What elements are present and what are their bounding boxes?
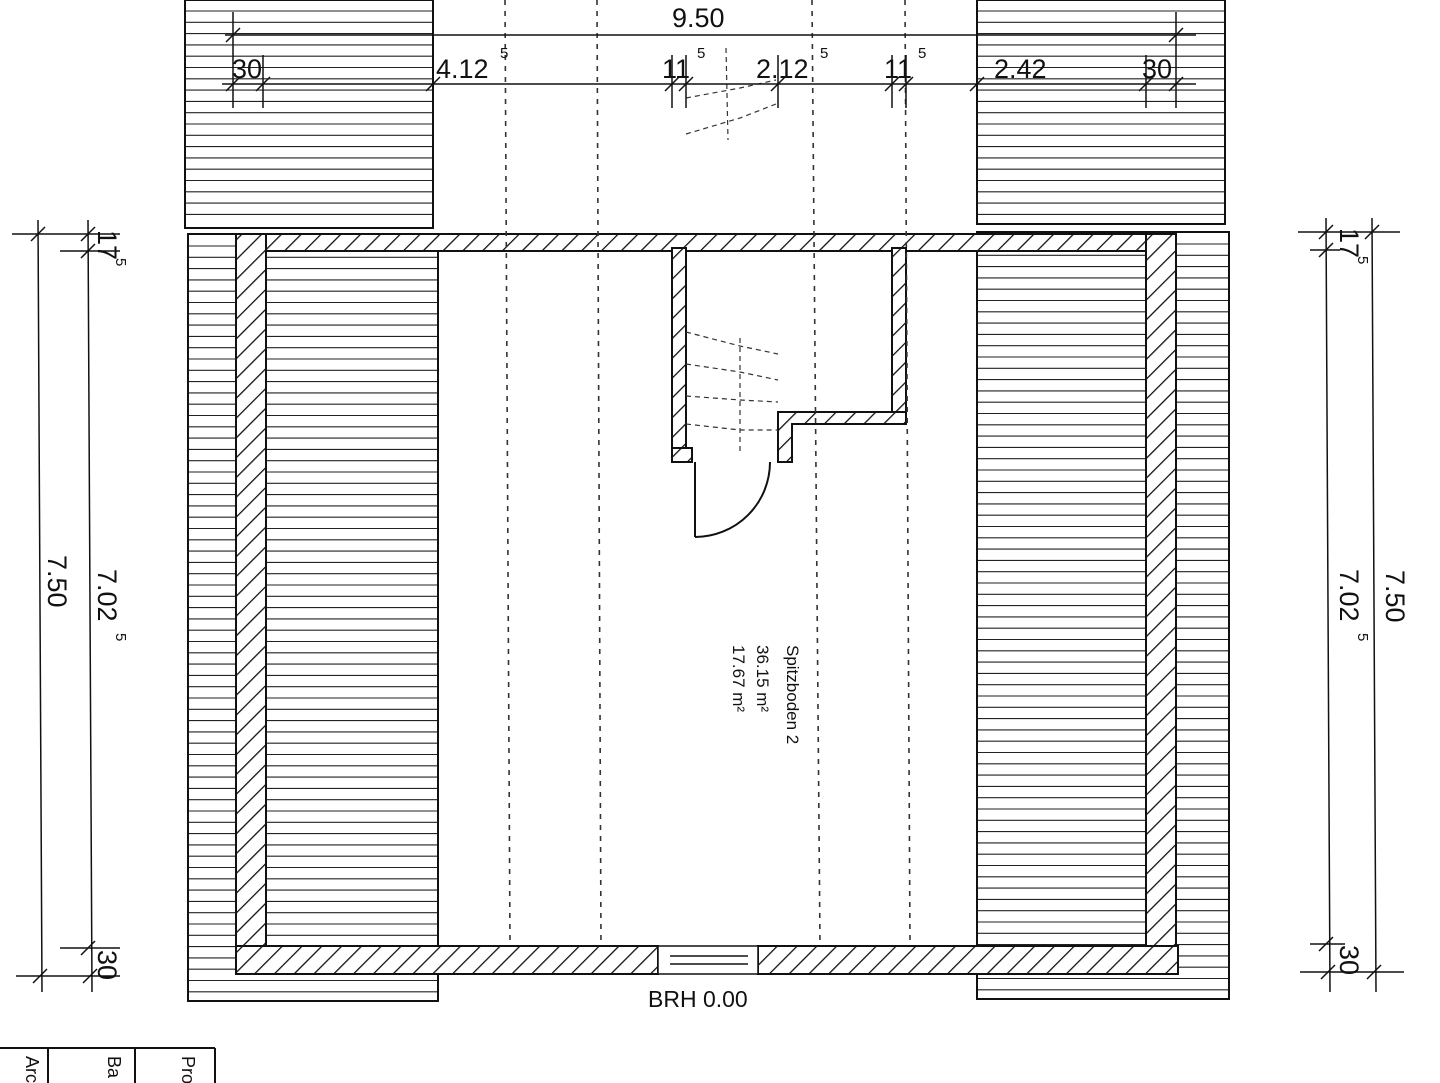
right-dim-total: 7.50 (1380, 570, 1410, 623)
wall-left (235, 233, 267, 975)
dim-seg-left: 30 (232, 54, 262, 84)
title-block-texts: Arc Ba Pro (22, 1056, 198, 1083)
dim-seg-d: 11 (884, 54, 912, 84)
dim-seg-e: 2.42 (994, 54, 1047, 84)
dim-seg-c: 2.12 (756, 54, 809, 84)
right-dim-top: 17 (1334, 228, 1364, 258)
roof-right-top (976, 0, 1226, 225)
right-dimension-texts: 7.50 7.02 5 17 5 30 (1334, 228, 1410, 975)
left-dim-top: 17 (92, 230, 122, 260)
left-dim-total: 7.50 (42, 555, 72, 608)
title-block-col-2: Ba (104, 1056, 124, 1079)
dim-overall: 9.50 (672, 3, 725, 33)
right-dim-top-sup: 5 (1354, 256, 1371, 264)
roof-left-main (187, 233, 439, 1002)
room-area-1: 36.15 m² (753, 645, 772, 712)
right-dim-inner-sup: 5 (1354, 633, 1371, 641)
dim-seg-c-sup: 5 (820, 45, 828, 62)
right-dim-inner: 7.02 (1334, 569, 1364, 622)
dim-seg-a: 4.12 (436, 54, 489, 84)
wall-right (1145, 233, 1177, 975)
dim-seg-d-sup: 5 (918, 45, 926, 62)
wall-top (235, 233, 1177, 252)
dim-seg-b-sup: 5 (697, 45, 705, 62)
bottom-window (657, 945, 759, 975)
top-dimension-texts: 9.50 30 4.12 5 11 5 2.12 5 11 5 2.42 30 (232, 3, 1172, 84)
door-swing (694, 461, 771, 538)
left-dim-inner: 7.02 (92, 569, 122, 622)
left-dim-bottom: 30 (92, 950, 122, 980)
stair-lines (685, 47, 779, 452)
room-area-2: 17.67 m² (729, 645, 748, 712)
dashed-column-lines (504, 0, 911, 946)
brh-label: BRH 0.00 (648, 986, 748, 1012)
room-label: Spitzboden 2 36.15 m² 17.67 m² (729, 645, 802, 744)
left-dimension-texts: 7.50 7.02 5 17 5 30 (42, 230, 129, 980)
wall-bottom-right (757, 945, 1179, 975)
right-dimension-lines (1298, 217, 1404, 993)
exterior-walls (235, 233, 1179, 975)
wall-bottom-left (235, 945, 659, 975)
stair-enclosure (671, 247, 907, 463)
title-block (0, 1047, 216, 1083)
roof-left-top (184, 0, 434, 229)
room-name: Spitzboden 2 (783, 645, 802, 744)
top-dimension-lines (222, 12, 1196, 108)
right-dim-bottom: 30 (1334, 945, 1364, 975)
left-dim-top-sup: 5 (112, 258, 129, 266)
dim-seg-a-sup: 5 (500, 45, 508, 62)
title-block-col-1: Arc (22, 1056, 42, 1083)
roof-right-main (976, 231, 1230, 1000)
dim-seg-right: 30 (1142, 54, 1172, 84)
left-dim-inner-sup: 5 (112, 633, 129, 641)
title-block-col-3: Pro (178, 1056, 198, 1083)
dim-seg-b: 11 (662, 54, 690, 84)
left-dimension-lines (12, 219, 120, 993)
